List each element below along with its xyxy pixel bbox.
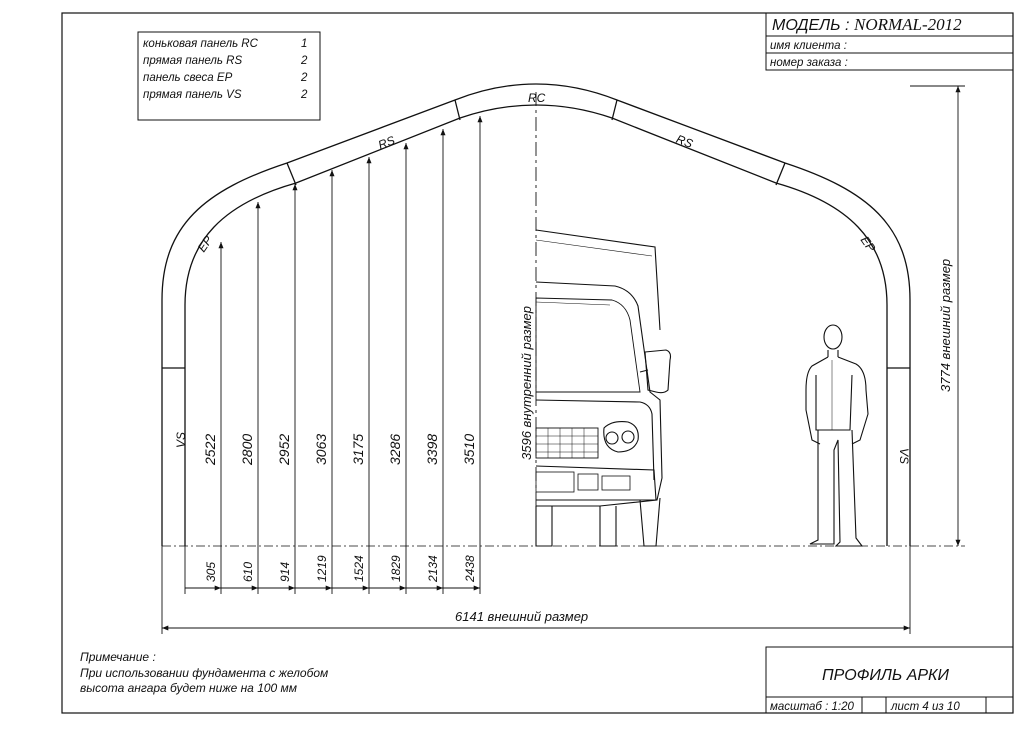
height-value: 3286 — [387, 434, 403, 465]
note-title: Примечание : — [80, 650, 156, 664]
legend-item-qty: 2 — [300, 89, 308, 101]
panel-label-rs-left: RS — [376, 133, 397, 152]
legend-item-label: коньковая панель RC — [143, 38, 259, 50]
panel-label-vs-right: VS — [897, 448, 911, 464]
outer-width-dimension: 6141 внешний размер — [455, 609, 588, 624]
height-value: 2952 — [276, 434, 292, 466]
model-value: NORMAL-2012 — [853, 15, 962, 34]
offset-value: 2134 — [426, 555, 440, 583]
panel-label-rs-right: RS — [674, 132, 695, 151]
inner-height-dimension: 3596 внутренний размер — [519, 306, 534, 460]
offset-value: 305 — [204, 562, 218, 582]
sheet-field: лист 4 из 10 — [890, 701, 960, 713]
legend-item-label: прямая панель RS — [143, 55, 242, 67]
legend-item-label: панель свеса EP — [143, 72, 233, 84]
legend-item-qty: 1 — [301, 38, 307, 50]
height-value: 2522 — [202, 434, 218, 466]
title-block: МОДЕЛЬ : NORMAL-2012 имя клиента : номер… — [765, 12, 1014, 71]
offset-value: 1219 — [315, 555, 329, 582]
note: Примечание : При использовании фундамент… — [80, 650, 328, 695]
panel-label-vs-left: VS — [174, 432, 188, 448]
person-silhouette — [805, 324, 869, 547]
offset-value: 1829 — [389, 555, 403, 582]
offset-value: 2438 — [463, 555, 477, 583]
panel-label-rc: RC — [528, 91, 546, 105]
panel-label-ep-left: EP — [195, 233, 216, 254]
sheet-frame — [61, 12, 1014, 714]
order-field: номер заказа : — [770, 57, 848, 69]
offset-value: 1524 — [352, 555, 366, 582]
height-value: 3063 — [313, 434, 329, 465]
scale-field: масштаб : 1:20 — [770, 701, 854, 713]
truck-silhouette — [535, 229, 672, 547]
height-value: 2800 — [239, 434, 255, 466]
model-label: МОДЕЛЬ : — [772, 17, 849, 34]
offset-value: 914 — [278, 562, 292, 582]
height-value: 3175 — [350, 434, 366, 465]
panel-legend: коньковая панель RC 1 прямая панель RS 2… — [137, 31, 321, 121]
outer-height-dimension: 3774 внешний размер — [938, 259, 953, 392]
client-field: имя клиента : — [770, 40, 847, 52]
legend-item-qty: 2 — [300, 55, 308, 67]
height-value: 3510 — [461, 434, 477, 465]
drawing-title-block: ПРОФИЛЬ АРКИ масштаб : 1:20 лист 4 из 10 — [765, 646, 1014, 714]
legend-item-qty: 2 — [300, 72, 308, 84]
legend-item-label: прямая панель VS — [143, 89, 242, 101]
drawing-title: ПРОФИЛЬ АРКИ — [822, 667, 949, 684]
note-line-2: высота ангара будет ниже на 100 мм — [80, 681, 297, 695]
note-line-1: При использовании фундамента с желобом — [80, 666, 328, 680]
height-value: 3398 — [424, 434, 440, 465]
offset-value: 610 — [241, 562, 255, 582]
